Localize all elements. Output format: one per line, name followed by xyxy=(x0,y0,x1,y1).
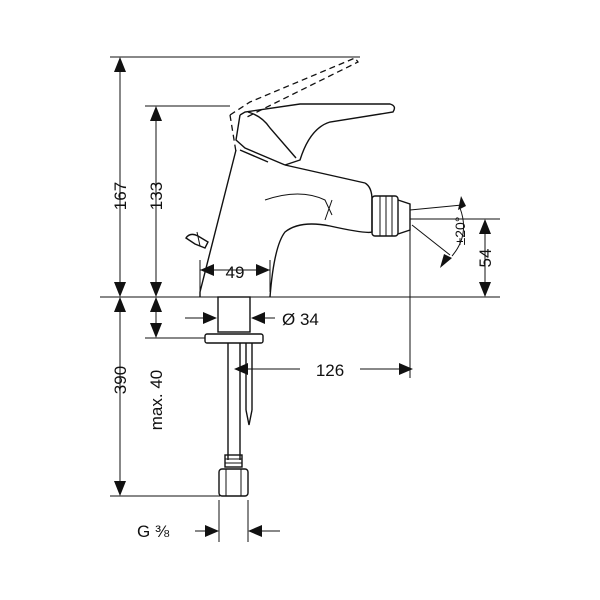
label-390: 390 xyxy=(111,366,130,394)
dim-49 xyxy=(199,260,271,292)
label-133: 133 xyxy=(147,182,166,210)
dim-max-40 xyxy=(145,297,205,339)
label-126: 126 xyxy=(316,361,344,380)
label-diameter-34: Ø 34 xyxy=(282,310,319,329)
label-thread: G ⅜ xyxy=(137,522,170,541)
dim-390 xyxy=(114,297,126,496)
dim-126 xyxy=(234,363,413,375)
dim-133 xyxy=(150,106,162,297)
label-54: 54 xyxy=(476,249,495,268)
dim-54 xyxy=(479,219,491,297)
dim-diameter-34 xyxy=(185,312,275,324)
shank-and-hoses xyxy=(204,296,264,497)
extension-lines xyxy=(100,56,500,497)
label-49: 49 xyxy=(226,263,245,282)
label-167: 167 xyxy=(111,182,130,210)
dim-167 xyxy=(114,57,126,297)
dim-spray-angle xyxy=(409,196,466,268)
dim-thread xyxy=(195,500,280,542)
label-spray-angle: ±20° xyxy=(452,217,468,246)
faucet-body xyxy=(185,57,411,298)
label-max-40: max. 40 xyxy=(147,370,166,430)
